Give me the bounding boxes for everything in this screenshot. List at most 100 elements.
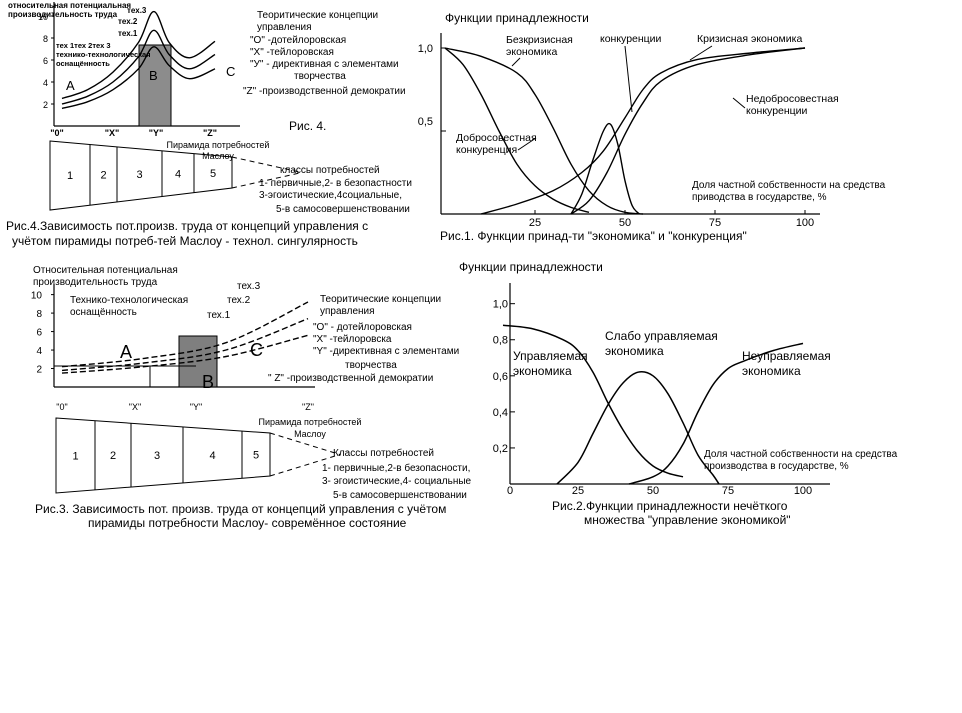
x-tick-label: 50: [647, 485, 659, 497]
chart-caption: пирамиды потребности Маслоу- совремённое…: [88, 516, 407, 530]
series-label: Недобросовестная: [746, 93, 839, 105]
series-line: [480, 47, 806, 215]
pyramid-legend: 3- эгоистические,4- социальные: [322, 476, 472, 487]
series-line: [556, 371, 720, 485]
legend-line: "О" -дотейлоровская: [250, 35, 346, 46]
series-line: [502, 324, 684, 478]
x-axis-note: Доля частной собственности на средства: [704, 448, 898, 460]
series-label: экономика: [742, 364, 801, 378]
pyramid-section-label: 1: [72, 450, 78, 462]
legend-title: Теоритические концепции: [320, 294, 441, 305]
y-tick-label: 8: [36, 309, 42, 320]
x-tick-label: 25: [572, 485, 584, 497]
region-b-box: [138, 44, 172, 127]
y-tick-label: 0,2: [493, 443, 508, 455]
x-axis-note: производства в государстве, %: [704, 461, 849, 472]
pyramid-section-label: 5: [210, 168, 216, 180]
pyramid-section-label: 2: [110, 450, 116, 462]
region-label: C: [250, 340, 263, 360]
label-pointer: [511, 57, 521, 67]
figure-label: Рис. 4.: [289, 119, 326, 133]
pyramid-legend: Классы потребностей: [333, 447, 434, 459]
label-pointer: [732, 97, 746, 109]
legend-line: "У" - директивная с элементами: [250, 59, 399, 70]
x-tick-label: 75: [709, 217, 721, 229]
y-tick-label: 2: [36, 365, 42, 376]
pyramid-legend: 5-в самосовершенствовании: [276, 204, 410, 215]
x-axis-note: приводства в государстве, %: [692, 192, 827, 203]
y-tick-label: 6: [43, 56, 48, 66]
series-label: Кризисная экономика: [697, 33, 802, 45]
inner-label: оснащённость: [70, 307, 137, 318]
pyramid-legend: 3-эгоистические,4социальные,: [259, 190, 402, 201]
y-tick-label: 0,4: [493, 407, 508, 419]
y-tick-label: 10: [31, 291, 43, 302]
region-label: A: [120, 342, 132, 362]
legend-line: "X" -тейлоровска: [313, 334, 392, 345]
series-label: Добросовестная: [456, 132, 537, 144]
y-axis-label: относительная потенциальная: [8, 1, 131, 10]
series-label: экономика: [513, 364, 572, 378]
x-tick-label: "X": [105, 128, 120, 138]
pyramid-title: Маслоу: [294, 429, 326, 439]
pyramid-section-label: 3: [136, 169, 142, 181]
region-label: C: [226, 64, 235, 79]
legend-title: управления: [257, 22, 312, 33]
x-tick-label: 100: [794, 485, 812, 497]
legend-line: "Х" -тейлоровская: [250, 47, 334, 58]
chart-caption: учётом пирамиды потреб-тей Маслоу - техн…: [12, 234, 358, 248]
legend-line: " Z" -производственной демократии: [268, 373, 433, 384]
x-axis-note: Доля частной собственности на средства: [692, 179, 886, 191]
series-label: конкуренции: [746, 105, 808, 117]
y-tick-label: 4: [36, 346, 42, 357]
series-line: [628, 342, 804, 485]
label-pointer: [517, 137, 537, 151]
pyramid-outline: [55, 417, 271, 494]
x-tick-label: 25: [529, 217, 541, 229]
inner-label: оснащённость: [56, 59, 110, 68]
series-label: Слабо управляемая: [605, 329, 718, 343]
series-label: экономика: [605, 344, 664, 358]
chart-title: Функции принадлежности: [459, 260, 603, 274]
pyramid-section-label: 2: [100, 170, 106, 182]
x-tick-label: 100: [796, 217, 814, 229]
x-tick-label: "Y": [149, 128, 164, 138]
series-label: тех.2: [227, 295, 251, 306]
legend-title: управления: [320, 306, 375, 317]
pyramid-title: Пирамида потребностей: [259, 417, 362, 427]
x-tick-label: "Z": [302, 402, 314, 412]
pyramid-section-label: 3: [154, 450, 160, 462]
pyramid-section-label: 1: [67, 170, 73, 182]
x-tick-label: "Z": [203, 128, 217, 138]
series-label: тех.2: [118, 17, 138, 26]
y-tick-label: 0,6: [493, 371, 508, 383]
y-tick-label: 1,0: [418, 43, 433, 55]
series-label: Неуправляемая: [742, 349, 831, 363]
y-tick-label: 1,0: [493, 299, 508, 311]
y-tick-label: 10: [38, 12, 48, 22]
chart-title: Функции принадлежности: [445, 11, 589, 25]
series-label: Безкризисная: [506, 34, 573, 46]
series-line: [570, 122, 640, 215]
series-line: [444, 47, 644, 215]
x-tick-label: 0: [507, 485, 513, 497]
y-tick-label: 6: [36, 328, 42, 339]
pyramid-legend: 5-в самосовершенствовании: [333, 490, 467, 501]
legend-line: "O" - дотейлоровская: [313, 322, 412, 333]
legend-line: творчества: [345, 360, 397, 371]
chart-caption: Рис.1. Функции принад-ти "экономика" и "…: [440, 229, 747, 243]
legend-line: "Y" -директивная с элементами: [313, 346, 459, 357]
y-tick-label: 2: [43, 100, 48, 110]
chart-caption: Рис.3. Зависимость пот. произв. труда от…: [35, 502, 446, 516]
series-line: [61, 301, 309, 368]
y-tick-label: 8: [43, 34, 48, 44]
legend-line: творчества: [294, 71, 346, 82]
chart-caption: Рис.4.Зависимость пот.произв. труда от к…: [6, 219, 368, 233]
series-line: [570, 47, 806, 215]
inner-label: тех 1тех 2тех 3: [56, 41, 111, 50]
pyramid-dashed-tip: [269, 432, 341, 477]
pyramid-title: Пирамида потребностей: [167, 140, 270, 150]
x-tick-label: "0": [50, 128, 64, 138]
